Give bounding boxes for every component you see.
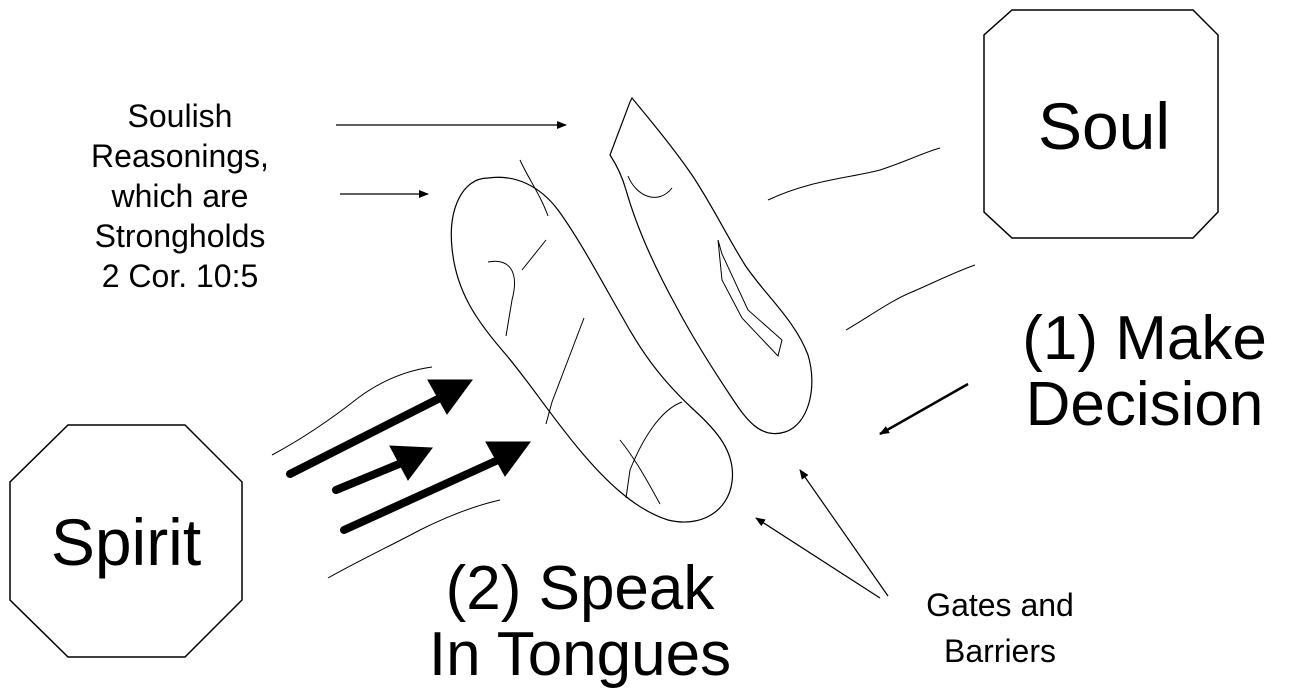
speak-tongues-line-2: In Tongues xyxy=(400,622,760,688)
soulish-line-1: Soulish xyxy=(60,96,300,136)
soul-field-lines xyxy=(768,148,975,330)
speak-tongues-label: (2) Speak In Tongues xyxy=(400,556,760,688)
soulish-line-4: Strongholds xyxy=(60,216,300,256)
gates-barriers-label: Gates and Barriers xyxy=(890,582,1110,674)
make-decision-label: (1) Make Decision xyxy=(1000,306,1289,438)
spirit-label: Spirit xyxy=(18,508,234,576)
right-stronghold-outline xyxy=(610,98,812,434)
soulish-line-2: Reasonings, xyxy=(60,136,300,176)
left-stronghold-outline xyxy=(451,177,732,522)
stronghold-cracks xyxy=(488,160,782,504)
decision-arrow xyxy=(880,384,968,434)
gates-line-1: Gates and xyxy=(890,582,1110,628)
soul-label: Soul xyxy=(1004,92,1204,160)
gates-line-2: Barriers xyxy=(890,628,1110,674)
soulish-reasonings-label: Soulish Reasonings, which are Stronghold… xyxy=(60,96,300,296)
make-decision-line-1: (1) Make xyxy=(1000,306,1289,372)
soulish-line-5: 2 Cor. 10:5 xyxy=(60,256,300,296)
soulish-line-3: which are xyxy=(60,176,300,216)
gates-arrow-right xyxy=(800,470,888,596)
speak-tongues-line-1: (2) Speak xyxy=(400,556,760,622)
spirit-thrust-arrows xyxy=(290,380,530,530)
make-decision-line-2: Decision xyxy=(1000,372,1289,438)
